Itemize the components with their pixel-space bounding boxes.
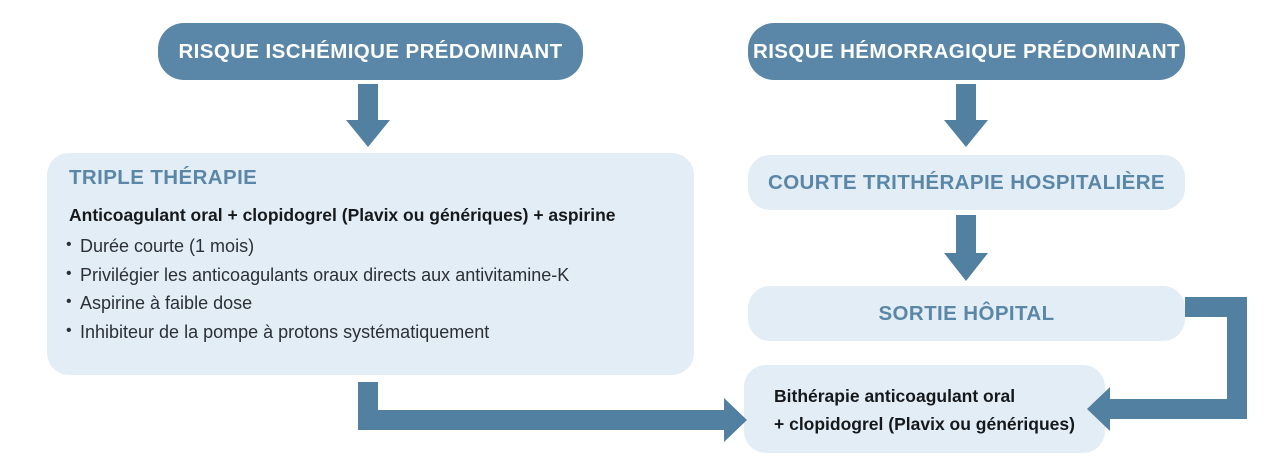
panel-short-tritherapy-hospital[interactable]: COURTE TRITHÉRAPIE HOSPITALIÈRE	[748, 155, 1185, 210]
header-box-ischemic-risk[interactable]: RISQUE ISCHÉMIQUE PRÉDOMINANT	[158, 23, 583, 80]
header-label-ischemic-risk: RISQUE ISCHÉMIQUE PRÉDOMINANT	[178, 39, 563, 63]
panel-label-hospital-discharge: SORTIE HÔPITAL	[878, 301, 1055, 325]
panel-label-dual-therapy: Bithérapie anticoagulant oral + clopidog…	[774, 386, 1075, 434]
list-item: Aspirine à faible dose	[66, 288, 569, 318]
panel-title-triple-therapy: TRIPLE THÉRAPIE	[69, 166, 258, 189]
header-box-hemorrhagic-risk[interactable]: RISQUE HÉMORRAGIQUE PRÉDOMINANT	[748, 23, 1185, 80]
arrow-down-hemorrhagic-to-short-tritherapy	[944, 84, 988, 148]
list-item: Durée courte (1 mois)	[66, 231, 569, 261]
panel-dual-therapy-outcome[interactable]: Bithérapie anticoagulant oral + clopidog…	[744, 365, 1105, 453]
header-label-hemorrhagic-risk: RISQUE HÉMORRAGIQUE PRÉDOMINANT	[753, 39, 1180, 63]
panel-triple-therapy[interactable]: TRIPLE THÉRAPIE Anticoagulant oral + clo…	[47, 153, 694, 375]
connector-triple-therapy-to-dual-therapy	[358, 382, 748, 444]
triple-therapy-bullet-list: Durée courte (1 mois) Privilégier les an…	[66, 231, 569, 347]
arrow-down-tritherapy-to-discharge	[944, 215, 988, 282]
list-item: Inhibiteur de la pompe à protons systéma…	[66, 317, 569, 347]
arrow-down-ischemic-to-triple-therapy	[346, 84, 390, 148]
connector-discharge-loop-to-dual-therapy	[1087, 297, 1280, 432]
panel-lead-regimen: Anticoagulant oral + clopidogrel (Plavix…	[69, 205, 616, 225]
list-item: Privilégier les anticoagulants oraux dir…	[66, 260, 569, 290]
panel-hospital-discharge[interactable]: SORTIE HÔPITAL	[748, 286, 1185, 341]
panel-label-short-tritherapy: COURTE TRITHÉRAPIE HOSPITALIÈRE	[768, 170, 1165, 194]
